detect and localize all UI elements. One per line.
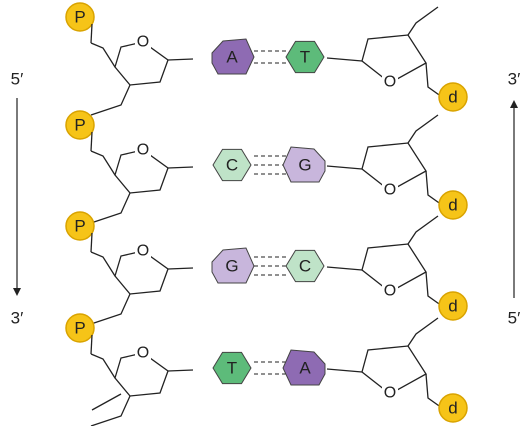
base-pair-row: O P C G Od xyxy=(65,110,468,224)
base-pair-row: O P G C Od xyxy=(65,211,468,325)
left-c5-bond xyxy=(90,150,116,176)
left-base-letter: G xyxy=(225,257,238,276)
right-c5-bond xyxy=(425,62,443,98)
right-glycosidic-bond xyxy=(326,368,363,373)
right-ring-oxygen: O xyxy=(384,182,396,199)
deoxy-marker-label: d xyxy=(448,196,457,215)
right-base-letter: C xyxy=(299,257,311,276)
left-ring-oxygen-bg xyxy=(135,35,151,51)
right-glycosidic-bond xyxy=(326,57,363,62)
left-base-purine xyxy=(211,38,255,75)
left-c5-bond xyxy=(90,251,116,277)
deoxy-marker xyxy=(438,291,468,321)
left-c3-bond xyxy=(90,192,131,224)
right-ring-oxygen: O xyxy=(384,74,396,91)
right-base-letter: A xyxy=(299,359,311,378)
phosphate-left xyxy=(65,110,95,140)
deoxy-marker-label: d xyxy=(448,399,457,418)
left-phosphate-bond xyxy=(90,23,93,44)
right-ring-oxygen-bg xyxy=(382,183,398,199)
right-strand-bottom-label: 5′ xyxy=(508,309,521,328)
right-base-pyrimidine xyxy=(285,249,325,283)
left-phosphate-bond xyxy=(90,334,93,355)
left-ring-oxygen: O xyxy=(137,34,149,51)
deoxy-marker-label: d xyxy=(448,88,457,107)
left-glycosidic-bond xyxy=(167,267,194,270)
phosphate-left xyxy=(65,211,95,241)
right-ring-oxygen-bg xyxy=(382,386,398,402)
right-c3-bond xyxy=(407,6,439,36)
right-base-letter: T xyxy=(300,48,310,67)
right-ring-oxygen-bg xyxy=(382,75,398,91)
phosphate-left xyxy=(65,2,95,32)
right-strand-top-label: 3′ xyxy=(508,70,521,89)
left-ring-oxygen-bg xyxy=(135,143,151,159)
phosphate-label: P xyxy=(74,8,85,27)
base-pair-row: O P A T Od xyxy=(65,2,468,116)
left-base-letter: A xyxy=(226,48,238,67)
right-ring-oxygen-bg xyxy=(382,284,398,300)
right-base-purine xyxy=(282,349,326,386)
left-ring-oxygen: O xyxy=(137,243,149,260)
left-ring-oxygen: O xyxy=(137,142,149,159)
left-base-letter: T xyxy=(227,359,237,378)
left-phosphate-bond xyxy=(90,232,93,253)
phosphate-left xyxy=(65,313,95,343)
left-glycosidic-bond xyxy=(167,58,194,61)
left-c3-bond xyxy=(90,293,131,325)
right-c5-bond xyxy=(425,271,443,307)
left-c5-bond xyxy=(90,353,116,379)
right-c5-bond xyxy=(425,170,443,206)
deoxy-marker xyxy=(438,393,468,423)
left-strand-bottom-label: 3′ xyxy=(11,309,24,328)
left-ring-oxygen: O xyxy=(137,345,149,362)
right-c3-bond xyxy=(407,215,439,245)
left-c3-bond xyxy=(90,395,131,426)
deoxy-marker-label: d xyxy=(448,297,457,316)
right-base-purine xyxy=(282,146,326,183)
right-ring-oxygen: O xyxy=(384,385,396,402)
left-ring-oxygen-bg xyxy=(135,244,151,260)
right-ring-oxygen: O xyxy=(384,283,396,300)
right-base-pyrimidine xyxy=(285,40,325,74)
right-c3-bond xyxy=(407,114,439,144)
right-c3-bond xyxy=(407,317,439,347)
phosphate-label: P xyxy=(74,217,85,236)
phosphate-label: P xyxy=(74,116,85,135)
left-base-pyrimidine xyxy=(212,351,252,385)
left-c5-bond xyxy=(90,42,116,68)
right-base-letter: G xyxy=(298,156,311,175)
left-glycosidic-bond xyxy=(167,166,194,169)
left-strand-top-label: 5′ xyxy=(11,70,24,89)
left-phosphate-bond xyxy=(90,131,93,152)
left-ring-oxygen-bg xyxy=(135,346,151,362)
bottom-left-stub xyxy=(91,393,122,411)
left-c3-bond xyxy=(90,84,131,116)
deoxy-marker xyxy=(438,190,468,220)
right-c5-bond xyxy=(425,373,443,409)
right-glycosidic-bond xyxy=(326,266,363,271)
right-glycosidic-bond xyxy=(326,165,363,170)
phosphate-label: P xyxy=(74,319,85,338)
left-base-letter: C xyxy=(226,156,238,175)
left-glycosidic-bond xyxy=(167,369,194,372)
deoxy-marker xyxy=(438,82,468,112)
base-pair-row: O P T A Od xyxy=(65,313,468,426)
left-base-pyrimidine xyxy=(212,148,252,182)
left-base-purine xyxy=(211,247,255,284)
